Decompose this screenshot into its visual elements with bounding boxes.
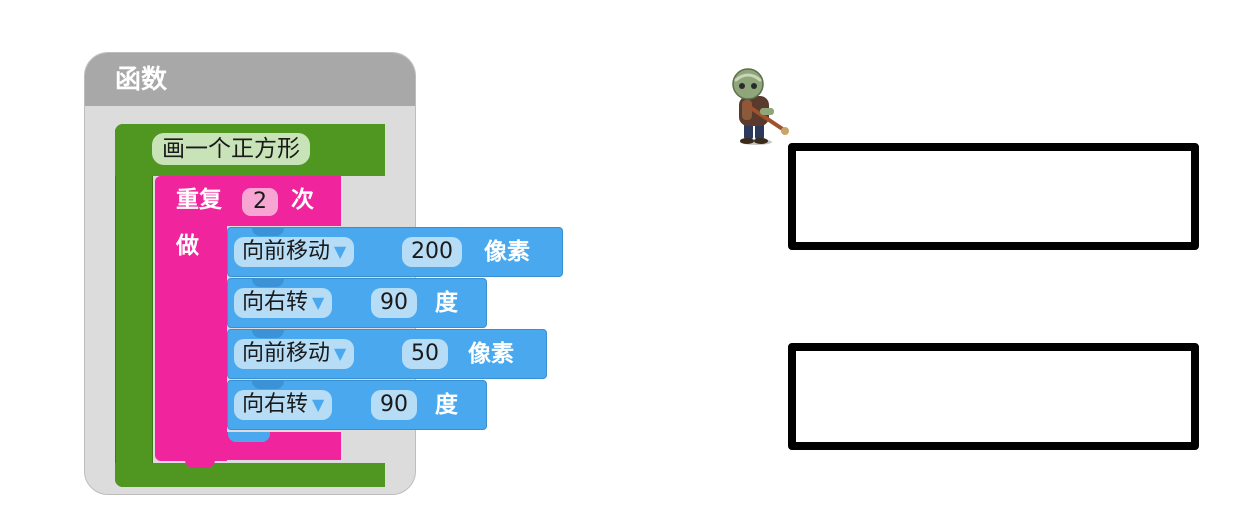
repeat-label: 重复: [176, 187, 222, 213]
move-direction-dropdown[interactable]: 向前移动▼: [234, 339, 355, 369]
function-panel-title: 函数: [115, 65, 168, 95]
dropdown-arrow-icon[interactable]: ▼: [312, 395, 325, 414]
turn-direction-dropdown[interactable]: 向右转▼: [234, 390, 333, 420]
distance-field[interactable]: 200: [402, 237, 462, 267]
angle-field[interactable]: 90: [371, 288, 417, 318]
unit-label: 像素: [484, 239, 530, 265]
dropdown-arrow-icon[interactable]: ▼: [334, 344, 347, 363]
block-connector: [252, 279, 284, 287]
repeat-times-label: 次: [291, 187, 314, 213]
dropdown-arrow-icon[interactable]: ▼: [312, 293, 325, 312]
command-label: 向前移动: [242, 341, 331, 366]
drawn-rectangle: [788, 343, 1199, 450]
turn-direction-dropdown[interactable]: 向右转▼: [234, 288, 333, 318]
block-connector: [228, 432, 270, 442]
zombie-artist-icon: [732, 68, 789, 145]
move-direction-dropdown[interactable]: 向前移动▼: [234, 237, 355, 267]
function-definition-block[interactable]: [115, 124, 153, 487]
command-label: 向右转: [242, 392, 309, 417]
function-panel-header: 函数: [85, 53, 415, 106]
repeat-count-field[interactable]: 2: [242, 188, 278, 216]
unit-label: 度: [435, 392, 458, 418]
unit-label: 像素: [468, 341, 514, 367]
distance-field[interactable]: 50: [402, 339, 448, 369]
repeat-do-label: 做: [176, 233, 199, 259]
function-name-field[interactable]: 画一个正方形: [152, 133, 310, 165]
block-connector: [252, 381, 284, 389]
move-forward-block[interactable]: 向前移动▼ 200 像素: [227, 227, 563, 277]
turn-right-block[interactable]: 向右转▼ 90 度: [227, 278, 487, 328]
command-label: 向右转: [242, 290, 309, 315]
drawn-rectangle: [788, 143, 1199, 250]
function-definition-footer[interactable]: [115, 463, 385, 487]
repeat-block-connector: [185, 458, 215, 468]
move-forward-block[interactable]: 向前移动▼ 50 像素: [227, 329, 547, 379]
turn-right-block[interactable]: 向右转▼ 90 度: [227, 380, 487, 430]
command-label: 向前移动: [242, 239, 331, 264]
unit-label: 度: [435, 290, 458, 316]
block-connector: [252, 228, 284, 236]
block-connector: [252, 330, 284, 338]
angle-field[interactable]: 90: [371, 390, 417, 420]
dropdown-arrow-icon[interactable]: ▼: [334, 242, 347, 261]
